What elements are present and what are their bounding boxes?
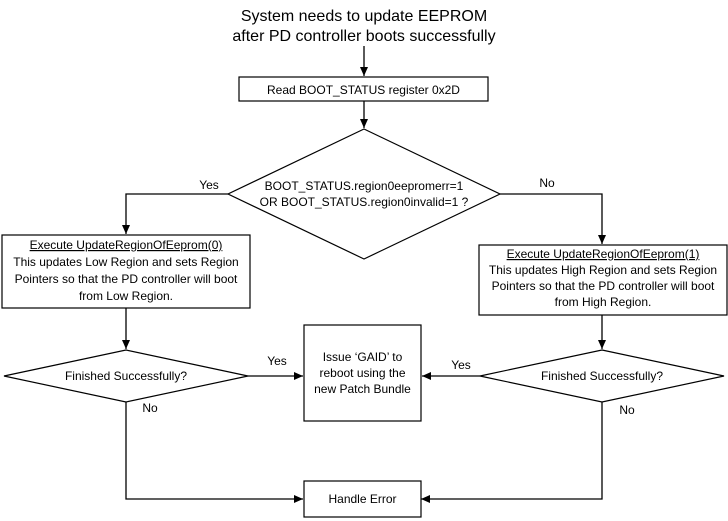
start-node: System needs to update EEPROM after PD c… <box>232 8 495 45</box>
arrow-main-yes-to-left-box <box>122 193 228 234</box>
issue-gaid-box: Issue ‘GAID’ to reboot using the new Pat… <box>303 324 422 422</box>
issue-gaid-line2: reboot using the <box>319 366 405 380</box>
left-finished-decision: Finished Successfully? <box>3 349 249 403</box>
arrow-main-no-to-right-box <box>500 193 606 244</box>
left-finished-no-label: No <box>142 401 158 415</box>
update-region-1-line2: Pointers so that the PD controller will … <box>492 279 715 293</box>
update-region-1-line1: This updates High Region and sets Region <box>489 263 717 277</box>
update-region-0-box: Execute UpdateRegionOfEeprom(0) This upd… <box>1 234 251 309</box>
issue-gaid-rect <box>303 324 422 422</box>
right-finished-no-label: No <box>619 403 635 417</box>
update-region-0-rect <box>1 234 251 309</box>
left-finished-label: Finished Successfully? <box>65 369 187 383</box>
update-region-1-box: Execute UpdateRegionOfEeprom(1) This upd… <box>478 244 728 316</box>
handle-error-rect <box>303 480 422 518</box>
main-decision-line1: BOOT_STATUS.region0eepromerr=1 <box>265 179 464 193</box>
arrow-right-no-to-error <box>421 402 603 503</box>
left-finished-yes-label: Yes <box>267 354 287 368</box>
right-finished-decision: Finished Successfully? <box>479 349 725 403</box>
update-region-1-line3: from High Region. <box>555 295 652 309</box>
main-decision-diamond <box>226 128 502 260</box>
update-region-0-line3: from Low Region. <box>79 289 173 303</box>
issue-gaid-line1: Issue ‘GAID’ to <box>323 350 403 364</box>
read-boot-status-label: Read BOOT_STATUS register 0x2D <box>267 83 460 97</box>
main-decision-line2: OR BOOT_STATUS.region0invalid=1 ? <box>260 195 469 209</box>
update-region-1-title: Execute UpdateRegionOfEeprom(1) <box>507 247 700 261</box>
main-decision: BOOT_STATUS.region0eepromerr=1 OR BOOT_S… <box>226 128 502 260</box>
update-region-0-title: Execute UpdateRegionOfEeprom(0) <box>30 238 223 252</box>
handle-error-box: Handle Error <box>303 480 422 518</box>
main-decision-yes-label: Yes <box>199 178 219 192</box>
update-region-0-line2: Pointers so that the PD controller will … <box>15 272 238 286</box>
arrow-left-no-to-error <box>125 402 303 503</box>
read-boot-status-box: Read BOOT_STATUS register 0x2D <box>238 76 489 102</box>
right-finished-yes-label: Yes <box>451 358 471 372</box>
handle-error-label: Handle Error <box>328 492 396 506</box>
right-finished-label: Finished Successfully? <box>541 369 663 383</box>
update-region-0-line1: This updates Low Region and sets Region <box>13 255 238 269</box>
start-text-line2: after PD controller boots successfully <box>232 28 495 45</box>
start-text-line1: System needs to update EEPROM <box>241 8 487 25</box>
update-region-1-rect <box>478 244 728 316</box>
issue-gaid-line3: new Patch Bundle <box>314 382 411 396</box>
main-decision-no-label: No <box>539 176 555 190</box>
